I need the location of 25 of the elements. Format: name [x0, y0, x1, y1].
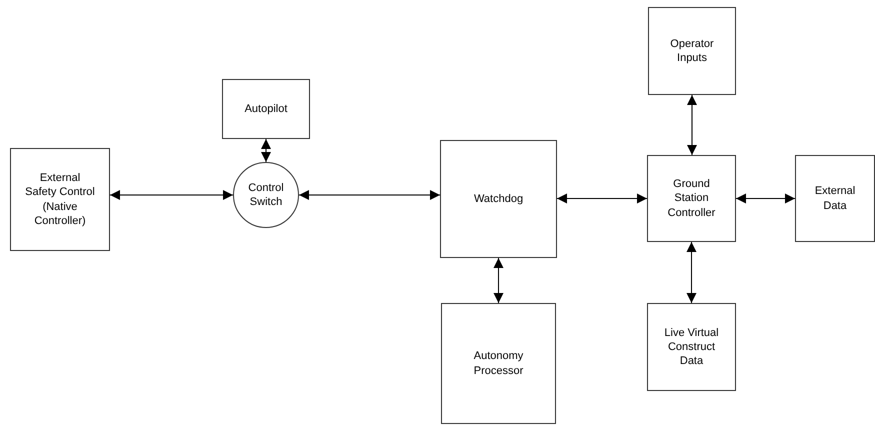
- double-arrow: [298, 190, 440, 200]
- process-box: [10, 148, 110, 251]
- double-arrow: [687, 94, 697, 156]
- node-label: Autonomy Processor: [472, 349, 524, 378]
- node-label: Live Virtual Construct Data: [663, 326, 720, 368]
- process-box: [795, 155, 875, 242]
- node-label: External Data: [814, 184, 856, 213]
- double-arrow: [494, 258, 504, 304]
- node-label: Operator Inputs: [669, 36, 715, 66]
- node-label: External Safety Control (Native Controller): [24, 170, 96, 228]
- double-arrow: [110, 190, 234, 200]
- node-label: Watchdog: [474, 192, 524, 206]
- process-box: [647, 155, 736, 242]
- double-arrow: [736, 194, 796, 204]
- double-arrow: [686, 242, 696, 304]
- process-box: [441, 303, 556, 424]
- node-label: Ground Station Controller: [666, 177, 716, 220]
- process-box: [648, 7, 736, 95]
- double-arrow: [556, 194, 648, 204]
- node-label: Control Switch: [247, 180, 285, 210]
- process-box: [222, 79, 310, 139]
- double-arrow: [261, 138, 271, 162]
- node-label: Autopilot: [244, 102, 288, 116]
- process-box: [440, 140, 557, 258]
- process-box: [647, 303, 736, 391]
